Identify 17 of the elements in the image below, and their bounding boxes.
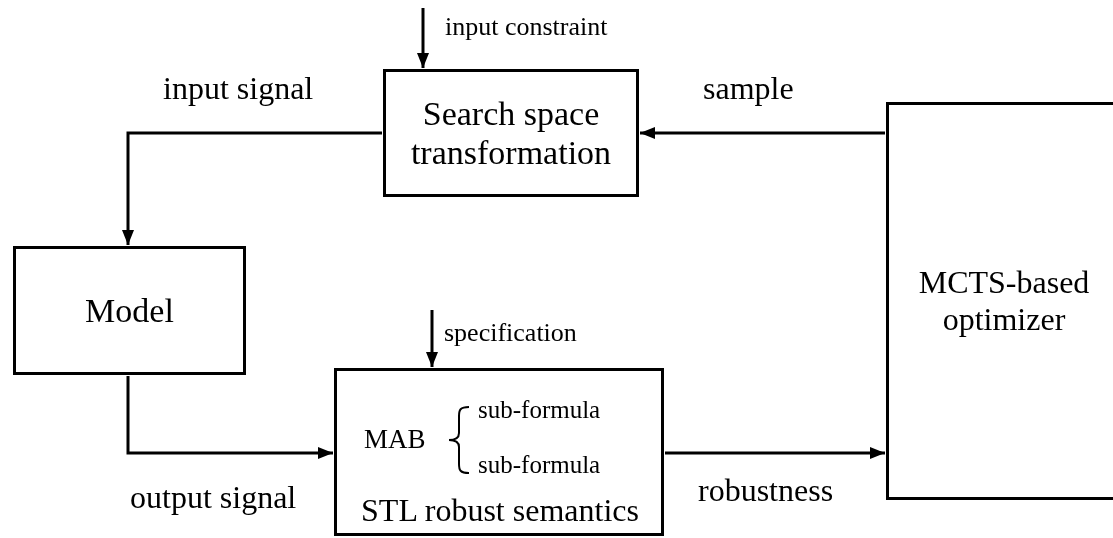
box-label: MCTS-based optimizer: [917, 264, 1091, 338]
process-box: [334, 368, 664, 536]
arrow: [126, 376, 333, 459]
box-label: Search space transformation: [409, 93, 613, 173]
process-box: [13, 246, 246, 375]
process-box: [886, 102, 1113, 500]
formula-label: sub-formula: [478, 396, 601, 424]
arrow: [640, 127, 885, 139]
arrow: [426, 310, 438, 367]
process-box: [383, 69, 639, 197]
module-label: MAB: [364, 425, 426, 455]
arrow: [122, 131, 382, 245]
box-title: STL robust semantics: [360, 493, 640, 529]
arrow: [417, 8, 429, 68]
formula-label: sub-formula: [478, 451, 601, 479]
box-label: Model: [84, 290, 175, 331]
arrow: [665, 447, 885, 459]
